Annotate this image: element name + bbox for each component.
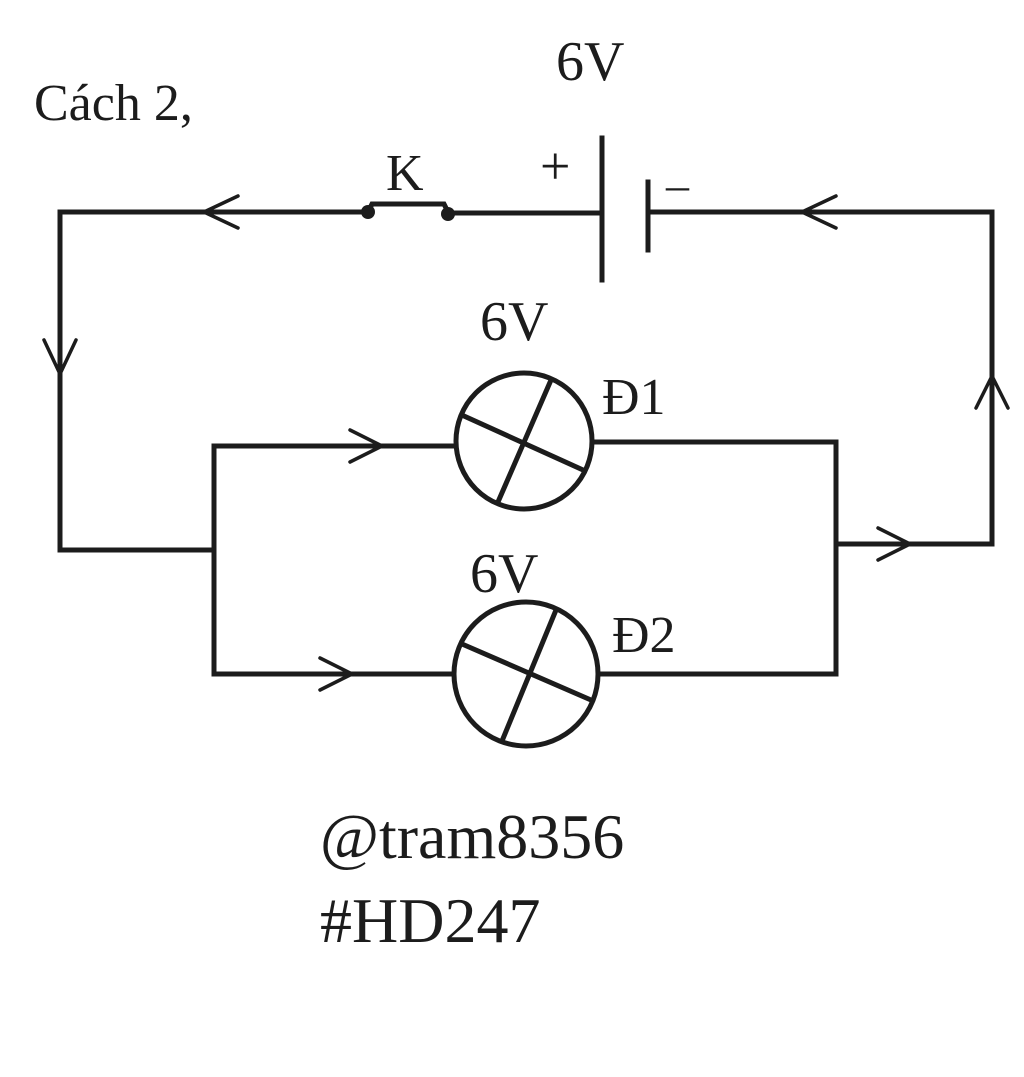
- arrow-branch1-icon: [348, 428, 384, 464]
- arrow-right-bottom-icon: [876, 526, 912, 562]
- credit-tag: #HD247: [320, 885, 540, 956]
- battery-symbol: [599, 135, 651, 283]
- arrow-top-left-icon: [202, 194, 240, 230]
- heading-label: Cách 2,: [34, 75, 193, 132]
- arrow-top-right-icon: [800, 194, 838, 230]
- lamp-d1-voltage-label: 6V: [480, 291, 548, 353]
- switch-k: [361, 201, 455, 221]
- switch-label: K: [386, 145, 424, 202]
- lamp-d2-voltage-label: 6V: [470, 543, 538, 605]
- lamp-d2-name-label: Đ2: [612, 607, 676, 664]
- lamp-d1: [453, 370, 595, 512]
- arrow-branch2-icon: [318, 656, 354, 692]
- battery-minus-label: –: [665, 159, 690, 210]
- credit-author: @tram8356: [320, 801, 624, 872]
- arrow-left-down-icon: [42, 338, 78, 376]
- battery-voltage-label: 6V: [556, 31, 624, 93]
- lamp-d2: [451, 599, 601, 749]
- battery-plus-label: +: [540, 136, 570, 196]
- lamp-d1-name-label: Đ1: [602, 369, 666, 426]
- arrow-right-up-icon: [974, 374, 1010, 410]
